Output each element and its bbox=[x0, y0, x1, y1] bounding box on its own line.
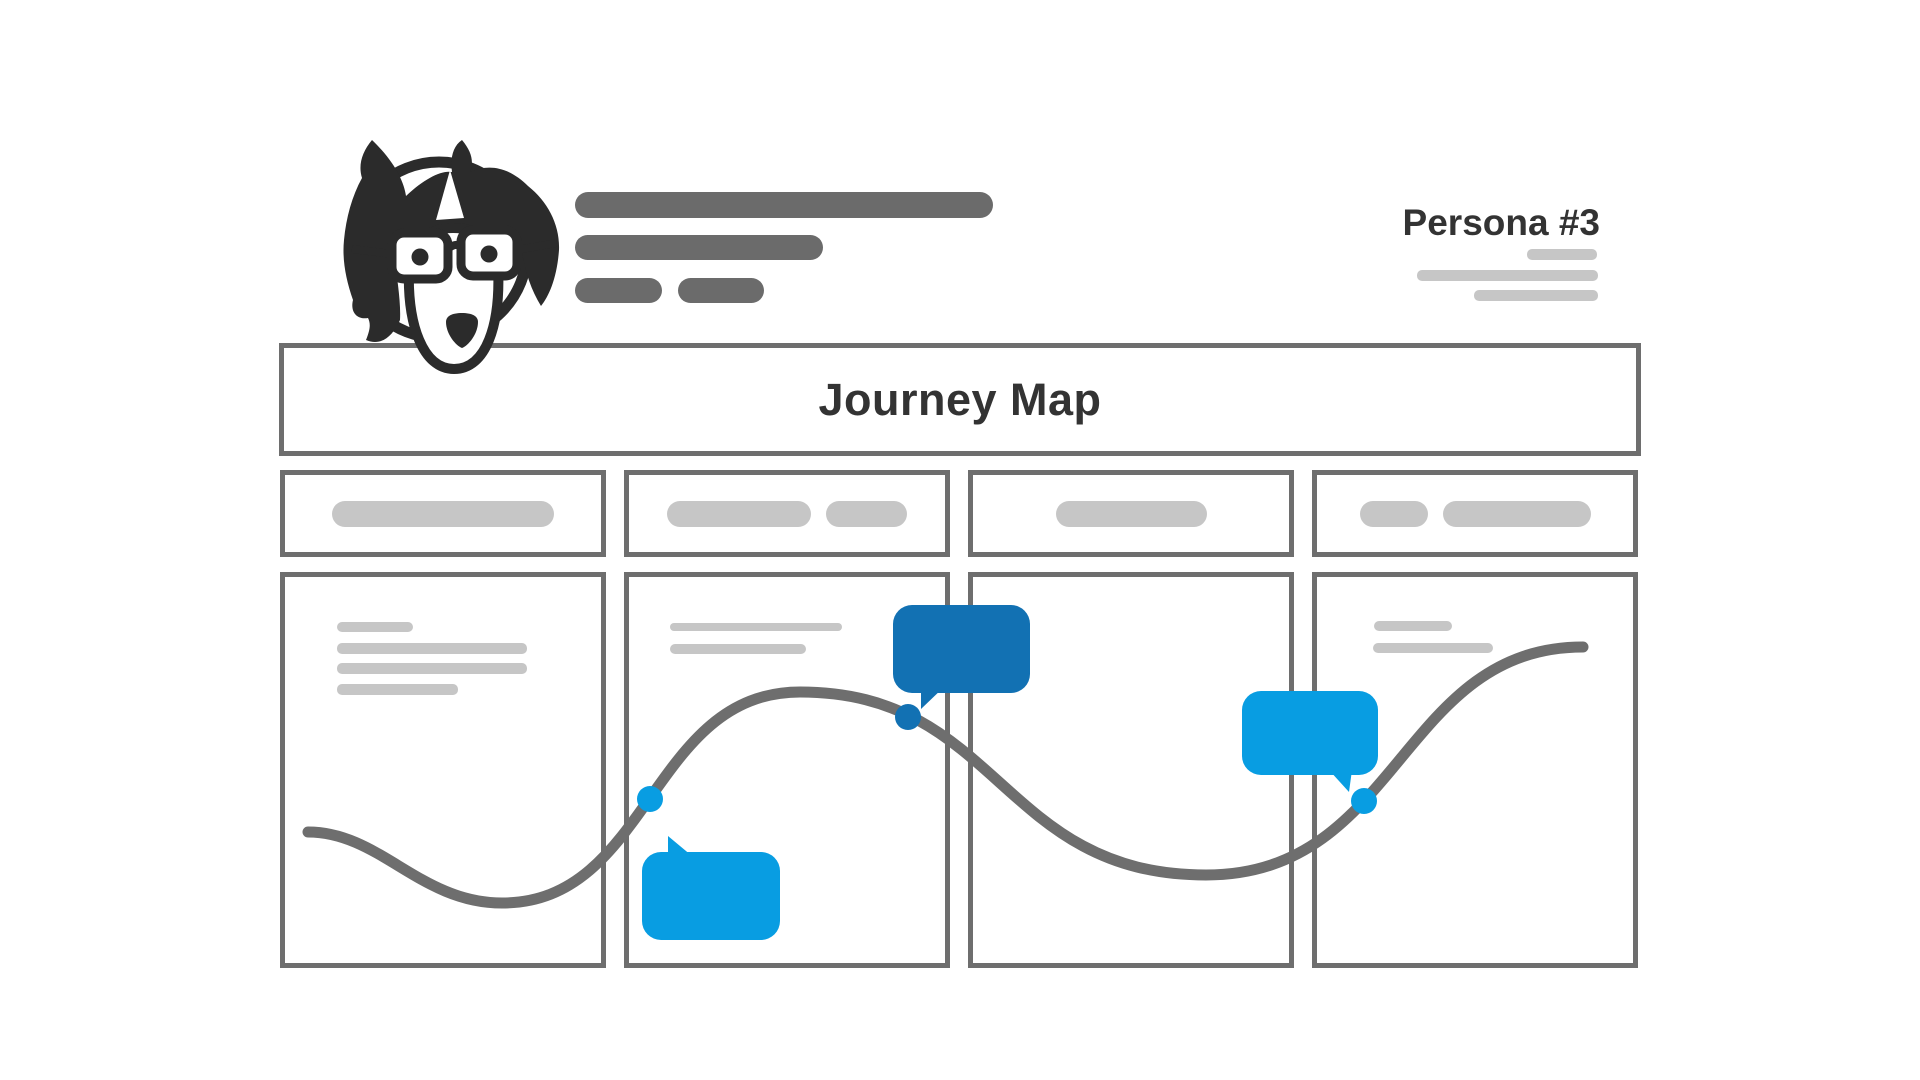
placeholder-bar bbox=[575, 192, 993, 218]
placeholder-bar bbox=[575, 235, 823, 260]
placeholder-bar bbox=[1527, 249, 1597, 260]
placeholder-pill bbox=[826, 500, 907, 527]
placeholder-line bbox=[337, 622, 413, 632]
placeholder-line bbox=[1374, 621, 1452, 631]
placeholder-line bbox=[337, 643, 527, 654]
placeholder-pill bbox=[1055, 500, 1207, 527]
placeholder-pill bbox=[332, 500, 554, 527]
placeholder-line bbox=[337, 663, 527, 674]
placeholder-pill bbox=[667, 500, 811, 527]
stage-column-1 bbox=[280, 572, 606, 968]
journey-map-title: Journey Map bbox=[818, 373, 1102, 425]
placeholder-line bbox=[337, 684, 458, 695]
stage-column-4 bbox=[1312, 572, 1638, 968]
stage-column-2 bbox=[624, 572, 950, 968]
stage-header-4 bbox=[1312, 470, 1638, 557]
placeholder-line bbox=[1373, 643, 1493, 653]
placeholder-pill bbox=[1442, 500, 1591, 527]
stage-header-3 bbox=[968, 470, 1294, 557]
placeholder-bar bbox=[1474, 290, 1598, 301]
placeholder-line bbox=[670, 623, 842, 631]
persona-label: Persona #3 bbox=[1402, 202, 1600, 243]
placeholder-bar bbox=[1417, 270, 1598, 281]
placeholder-bar bbox=[575, 278, 662, 303]
stage-header-2 bbox=[624, 470, 950, 557]
placeholder-bar bbox=[678, 278, 764, 303]
dog-mascot-icon bbox=[343, 140, 560, 375]
journey-map-title-box: Journey Map bbox=[279, 343, 1641, 456]
stage-header-1 bbox=[280, 470, 606, 557]
placeholder-line bbox=[670, 644, 806, 654]
stage-column-3 bbox=[968, 572, 1294, 968]
placeholder-pill bbox=[1359, 500, 1428, 527]
